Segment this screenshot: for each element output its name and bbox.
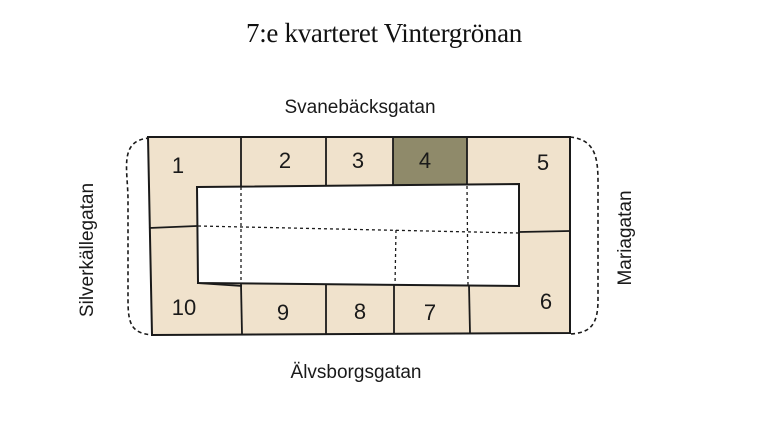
plot-7-label: 7 (424, 300, 436, 325)
plot-8-label: 8 (354, 299, 366, 324)
plot-4-label: 4 (419, 148, 431, 173)
street-label-north: Svanebäcksgatan (284, 97, 436, 118)
plot-10-label: 10 (172, 295, 196, 320)
courtyard (195, 182, 520, 288)
plot-5-label: 5 (537, 150, 549, 175)
plot-6-label: 6 (540, 289, 552, 314)
plot-2-label: 2 (279, 148, 291, 173)
map-title: 7:e kvarteret Vintergrönan (246, 18, 522, 48)
plot-1-label: 1 (172, 153, 184, 178)
plot-9-label: 9 (277, 300, 289, 325)
street-corner-east (569, 136, 599, 335)
courtyard-divisions (197, 185, 520, 286)
street-label-south: Älvsborgsgatan (290, 362, 422, 383)
plot-4-area[interactable] (393, 138, 467, 186)
plot-3-label: 3 (352, 148, 364, 173)
plot-boundaries (148, 138, 571, 335)
